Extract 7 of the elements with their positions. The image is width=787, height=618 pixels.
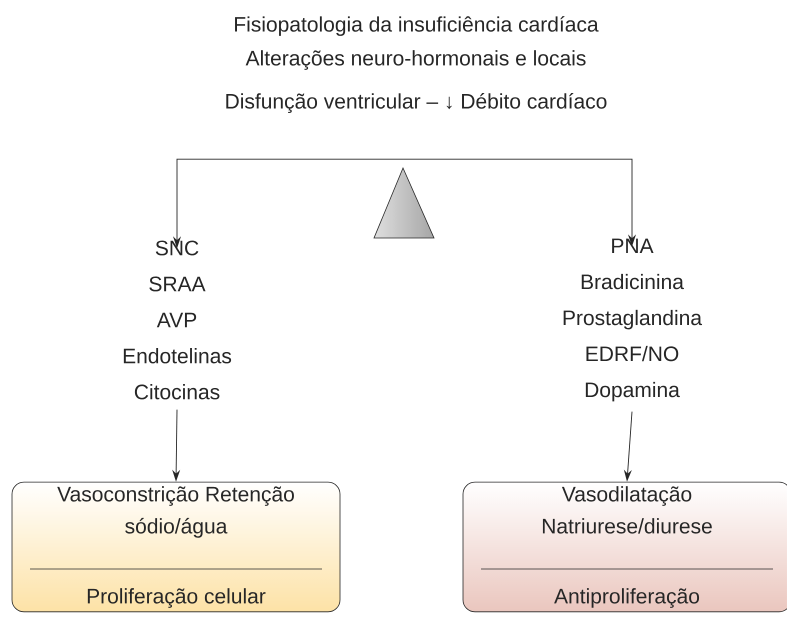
subtitle: Alterações neuro-hormonais e locais bbox=[246, 50, 586, 70]
result-box: Vasoconstrição Retenção sódio/água Proliferação celular bbox=[12, 482, 340, 612]
title: Fisiopatologia da insuficiência cardíaca bbox=[235, 16, 599, 36]
result-box: Vasodilatação Natriurese/diurese Antiproliferação bbox=[462, 482, 787, 612]
cause-text: Disfunção ventricular – ↓ Débito cardíaco bbox=[226, 93, 606, 113]
mediator-list: PNA Bradicinina Prostaglandina EDRF/NO Dopamina bbox=[564, 238, 702, 402]
mediator-list: SNC SRAA AVP Endotelinas Citocinas bbox=[124, 240, 232, 400]
